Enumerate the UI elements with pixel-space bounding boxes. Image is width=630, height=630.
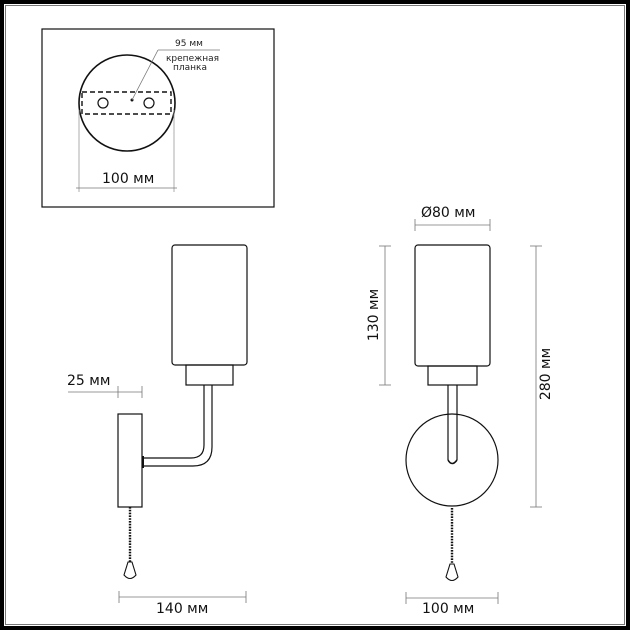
side-shade — [171, 244, 248, 366]
front-view — [379, 219, 542, 604]
mounting-plate-circle — [78, 54, 176, 152]
wall-offset-label: 25 мм — [67, 373, 111, 389]
inner-frame — [5, 5, 625, 625]
depth-label: 140 мм — [156, 601, 209, 617]
screw-hole-left — [97, 97, 109, 109]
bracket-label-line1: крепежная — [166, 54, 220, 64]
front-socket — [427, 365, 478, 386]
front-wall-plate — [405, 413, 499, 507]
side-socket — [185, 364, 234, 386]
shade-diameter-label: Ø80 мм — [421, 205, 476, 221]
shade-height-label: 130 мм — [366, 288, 382, 342]
side-arm — [142, 385, 205, 459]
inset-mounting-detail — [41, 28, 275, 208]
front-plate-width-label: 100 мм — [422, 601, 475, 617]
side-wall-plate — [117, 413, 143, 508]
front-pull-handle — [445, 563, 459, 582]
inset-plate-width-label: 100 мм — [102, 171, 155, 187]
screw-hole-right — [143, 97, 155, 109]
side-view — [68, 244, 248, 603]
bracket-length-label: 95 мм — [175, 39, 203, 49]
mounting-bracket — [81, 91, 172, 115]
bracket-label-line2: планка — [173, 63, 207, 73]
total-height-label: 280 мм — [538, 347, 554, 401]
front-shade — [414, 244, 491, 367]
side-pull-handle — [123, 561, 137, 580]
